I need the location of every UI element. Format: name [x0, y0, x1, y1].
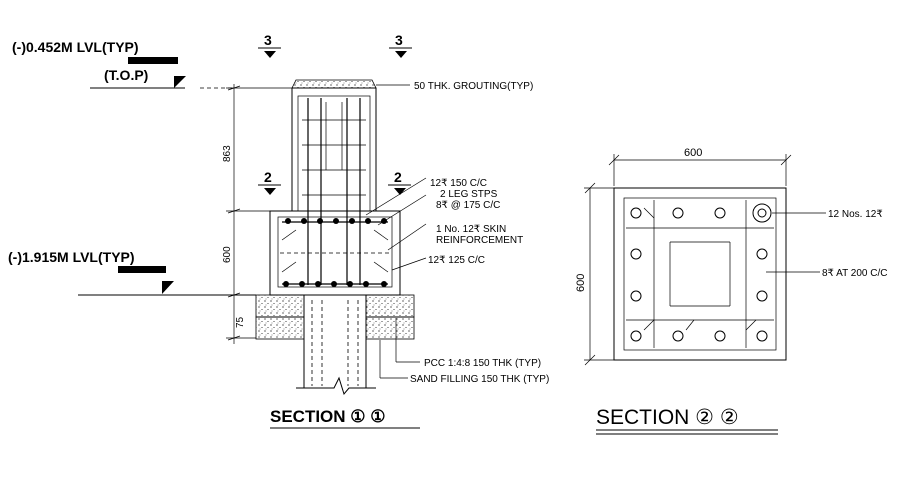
grouting-layer [291, 79, 410, 89]
dim-footing: 600 [222, 246, 233, 263]
dim-height: 600 [575, 274, 587, 292]
note-stirrups-1: 2 LEG STPS [440, 189, 498, 200]
pcc-sand-layers [255, 294, 415, 340]
section-1-leaders [365, 177, 427, 379]
vertical-dimensions: 863 600 75 [222, 84, 292, 344]
section-marker-2: 2 2 [258, 169, 411, 195]
note-bottom-bars: 12₹ 125 C/C [428, 255, 485, 266]
bottom-level-label: (-)1.915M LVL(TYP) [8, 249, 135, 265]
column-bars [630, 203, 772, 342]
note-bars: 12 Nos. 12₹ [828, 209, 883, 220]
dim-pedestal: 863 [222, 145, 233, 162]
marker-3-right: 3 [395, 32, 403, 48]
section-1-title: SECTION ① ① [270, 407, 386, 426]
section-2-drawing: 600 600 [575, 147, 887, 435]
dim-width: 600 [684, 147, 702, 159]
top-level-label: (-)0.452M LVL(TYP) [12, 39, 139, 55]
pedestal [291, 87, 377, 285]
dim-pcc: 75 [235, 316, 246, 328]
top-tag-label: (T.O.P) [104, 67, 148, 83]
note-grouting: 50 THK. GROUTING(TYP) [414, 81, 533, 92]
marker-2-left: 2 [264, 169, 272, 185]
section-1-drawing: (-)0.452M LVL(TYP) (T.O.P) (-)1.915M LVL… [8, 32, 549, 429]
marker-3-left: 3 [264, 32, 272, 48]
top-level-marker: (-)0.452M LVL(TYP) (T.O.P) [12, 39, 232, 89]
note-pcc: PCC 1:4:8 150 THK (TYP) [424, 358, 541, 369]
pile-below [296, 295, 376, 396]
note-skin-2: REINFORCEMENT [436, 235, 523, 246]
note-stirrups-2: 8₹ @ 175 C/C [436, 200, 500, 211]
note-ties: 8₹ AT 200 C/C [822, 268, 887, 279]
footing [269, 210, 401, 296]
marker-2-right: 2 [394, 169, 402, 185]
section-2-title: SECTION ② ② [596, 406, 739, 429]
note-sand: SAND FILLING 150 THK (TYP) [410, 374, 549, 385]
note-main-bars: 12₹ 150 C/C [430, 178, 487, 189]
note-skin-1: 1 No. 12₹ SKIN [436, 224, 506, 235]
bottom-level-marker: (-)1.915M LVL(TYP) [8, 249, 256, 296]
section-marker-3: 3 3 [258, 32, 412, 58]
